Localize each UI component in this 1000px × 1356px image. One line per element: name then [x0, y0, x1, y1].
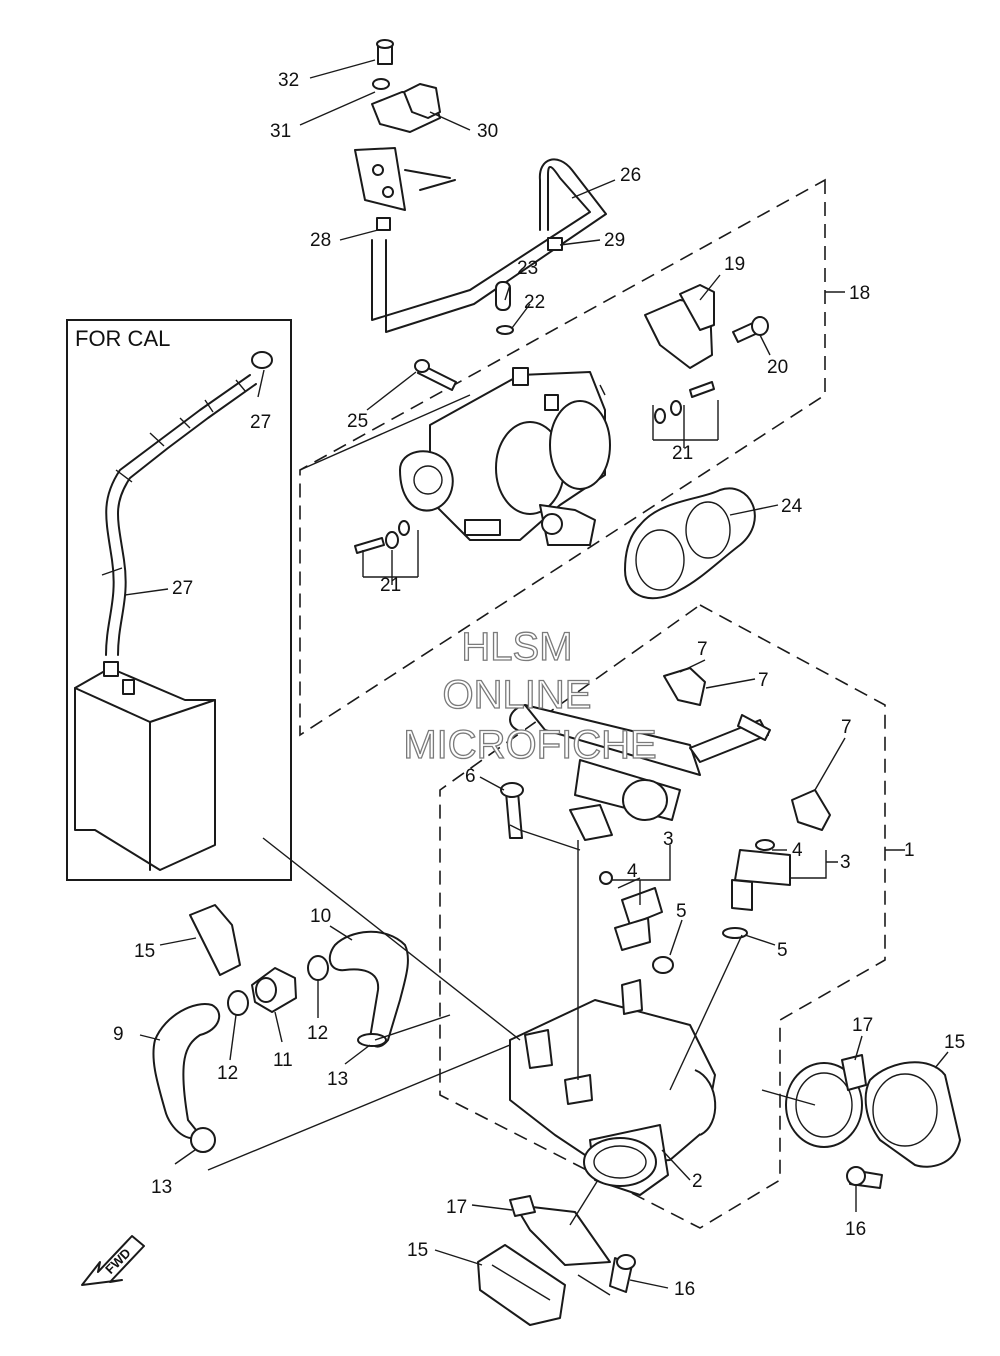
for-cal-inset: FOR CAL	[66, 319, 292, 881]
callout-13b: 13	[151, 1177, 172, 1198]
joint-15a	[864, 1061, 961, 1168]
callout-12b: 12	[307, 1023, 328, 1044]
callout-1: 1	[904, 840, 915, 861]
clip-7a	[663, 667, 706, 706]
clamp-17b	[514, 1204, 611, 1266]
callout-31: 27	[172, 578, 193, 599]
assembly-outlines	[299, 178, 886, 1229]
callout-17b: 17	[446, 1197, 467, 1218]
clamp-32	[251, 351, 273, 369]
callout-27b: 29	[604, 230, 625, 251]
callout-18: 18	[849, 283, 870, 304]
callout-6: 6	[465, 766, 476, 787]
callout-5a: 5	[676, 901, 687, 922]
clamp-13a	[357, 1033, 387, 1047]
clamp-13b	[190, 1127, 216, 1153]
callout-15a: 15	[944, 1032, 965, 1053]
hose-26	[371, 158, 607, 333]
clamp-12a	[227, 990, 249, 1016]
callout-32: 27	[250, 412, 271, 433]
callout-7a: 7	[758, 670, 769, 691]
callout-13a: 13	[327, 1069, 348, 1090]
map-sensor-group	[354, 39, 456, 231]
gasket-24	[624, 487, 756, 600]
clamp-12b	[307, 955, 329, 981]
callout-16a: 16	[845, 1219, 866, 1240]
fwd-arrow-icon: FWD	[81, 1235, 145, 1286]
callout-5b: 5	[777, 940, 788, 961]
callout-30: 31	[270, 121, 291, 142]
washer-30	[372, 78, 390, 90]
hose-9	[152, 1003, 221, 1140]
watermark-line2: ONLINE	[443, 673, 592, 717]
callout-27a: 28	[310, 230, 331, 251]
callout-20: 20	[767, 357, 788, 378]
callout-9: 9	[113, 1024, 124, 1045]
callout-17a: 17	[852, 1015, 873, 1036]
callout-28: 30	[477, 121, 498, 142]
callout-24: 24	[781, 496, 803, 517]
callout-10: 10	[310, 906, 331, 927]
callout-23: 23	[517, 258, 538, 279]
callout-7b: 7	[841, 717, 852, 738]
callout-29: 32	[278, 70, 299, 91]
callout-14: 15	[134, 941, 155, 962]
clip-7b	[791, 789, 831, 831]
bolt-6	[505, 791, 523, 839]
callout-2: 2	[692, 1171, 703, 1192]
callout-3a: 3	[663, 829, 674, 850]
callout-21b: 21	[380, 575, 401, 596]
joint-15b	[477, 1244, 566, 1326]
callout-22: 22	[524, 292, 545, 313]
hose-31	[105, 374, 251, 656]
watermark-line1: HLSM	[461, 625, 572, 669]
throttle-body	[354, 284, 769, 600]
callout-4b: 4	[792, 840, 803, 861]
canister	[74, 667, 216, 871]
leaders	[124, 59, 949, 1289]
callout-26: 26	[620, 165, 641, 186]
callout-labels: 32 31 30 26 28 29 23 22 19 20 18 25 21 2…	[113, 70, 965, 1300]
intake-joints	[477, 1054, 961, 1326]
callout-4a: 4	[627, 861, 638, 882]
fuel-rail	[500, 667, 831, 974]
callout-3b: 3	[840, 852, 851, 873]
hose-10	[328, 930, 409, 1048]
sensor-bracket	[354, 147, 406, 211]
callout-16b: 16	[674, 1279, 695, 1300]
intake-manifold	[509, 979, 717, 1196]
watermark: HLSM ONLINE MICROFICHE	[403, 624, 658, 767]
callout-11: 11	[273, 1050, 293, 1071]
callout-25: 25	[347, 411, 368, 432]
inset-label: FOR CAL	[75, 326, 170, 351]
connector-lines	[207, 384, 816, 1296]
callout-19: 19	[724, 254, 745, 275]
coolant-hoses	[152, 904, 409, 1153]
callout-8: 7	[697, 639, 708, 660]
watermark-line3: MICROFICHE	[403, 723, 656, 767]
oring-22	[496, 325, 514, 335]
clip-14	[189, 904, 241, 976]
callout-15b: 15	[407, 1240, 428, 1261]
callout-12a: 12	[217, 1063, 238, 1084]
callout-21a: 21	[672, 443, 693, 464]
clamp-17a	[785, 1062, 863, 1148]
